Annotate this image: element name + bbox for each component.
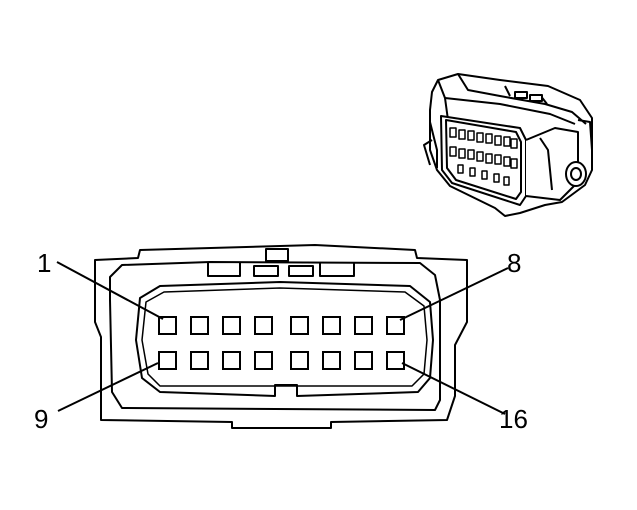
pin-label-8: 8 (507, 248, 521, 278)
pin-label-16: 16 (499, 404, 528, 434)
housing-outline (94, 244, 468, 429)
cavity-8 (386, 316, 405, 335)
cavity-field (135, 281, 434, 397)
leader-line-8 (399, 267, 509, 321)
cavity-13 (290, 351, 309, 370)
pin-label-1: 1 (37, 248, 51, 278)
cavity-12 (254, 351, 273, 370)
cavity-7 (354, 316, 373, 335)
cavity-9 (158, 351, 177, 370)
cavity-2 (190, 316, 209, 335)
cavity-grid (158, 316, 405, 370)
cavity-5 (290, 316, 309, 335)
leader-lines (56, 261, 509, 415)
cavity-10 (190, 351, 209, 370)
cavity-1 (158, 316, 177, 335)
leader-line-1 (56, 261, 164, 320)
top-tab (265, 248, 289, 262)
pin-label-9: 9 (34, 404, 48, 434)
cavity-3 (222, 316, 241, 335)
leader-line-9 (57, 362, 159, 412)
cavity-4 (254, 316, 273, 335)
connector-front-view (94, 244, 468, 429)
leader-line-16 (401, 362, 506, 415)
cavity-6 (322, 316, 341, 335)
cavity-14 (322, 351, 341, 370)
inner-shroud (109, 261, 441, 411)
connector-3d-view (423, 73, 593, 217)
cavity-15 (354, 351, 373, 370)
cavity-11 (222, 351, 241, 370)
cavity-16 (386, 351, 405, 370)
